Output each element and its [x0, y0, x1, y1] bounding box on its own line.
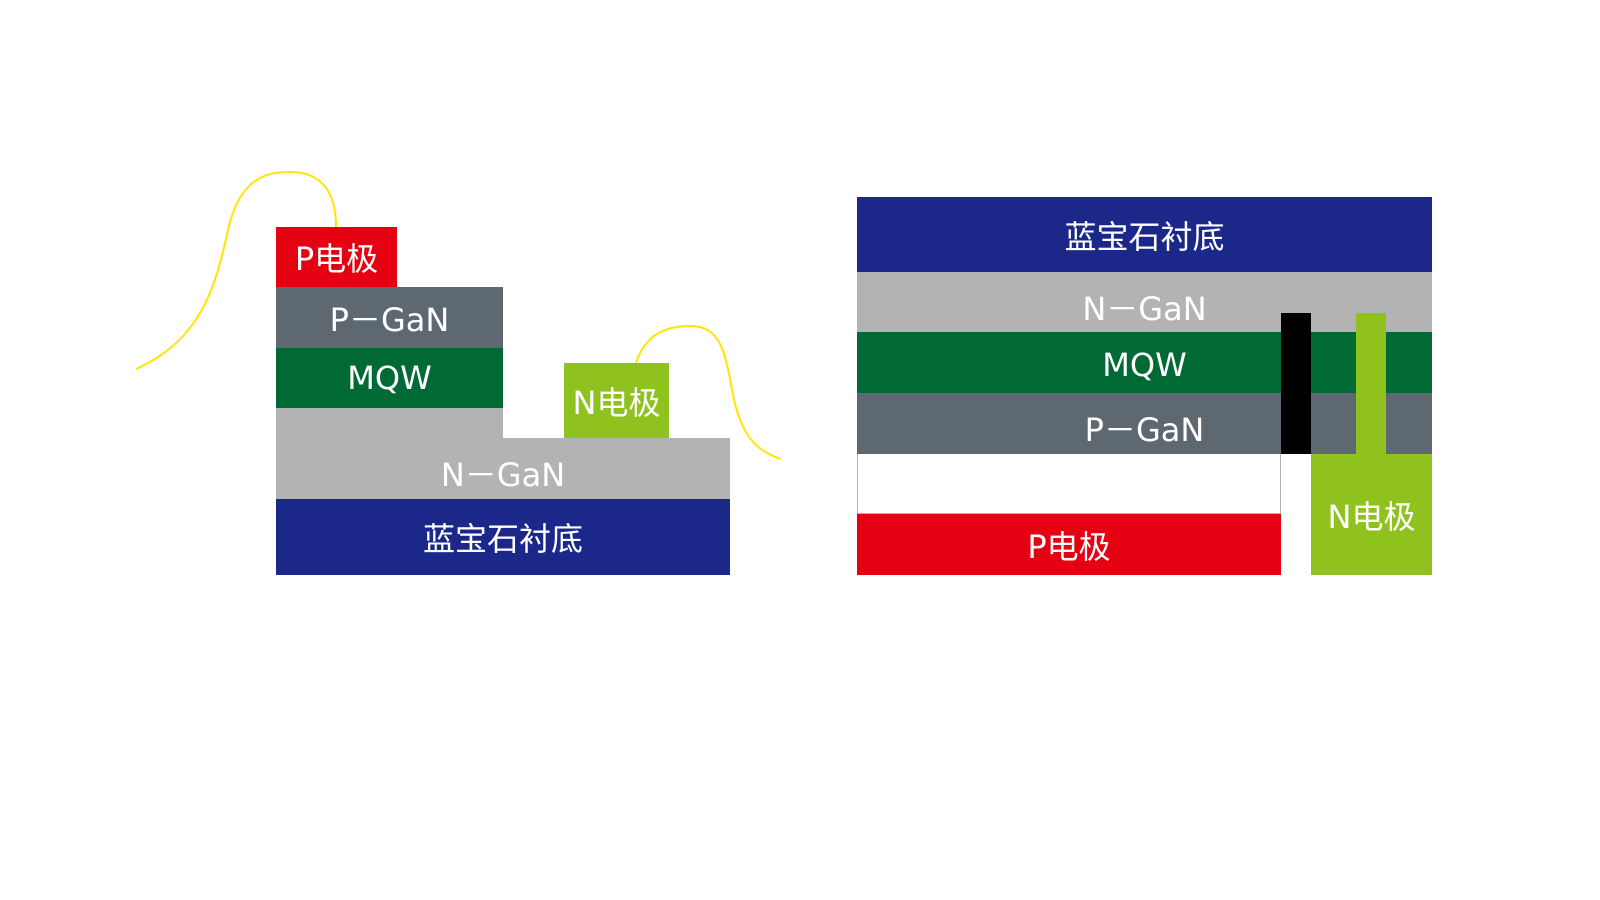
left-n-gan-layer: N－GaN [276, 438, 730, 499]
left-p-gan-layer: P－GaN [276, 287, 503, 348]
right-p-electrode: P电极 [857, 514, 1281, 575]
right-n-gan-layer: N－GaN [857, 272, 1432, 332]
right-substrate: 蓝宝石衬底 [857, 197, 1432, 272]
right-p-contact-via [1281, 313, 1311, 454]
left-mqw-layer: MQW [276, 348, 503, 408]
right-gap-layer [857, 454, 1281, 514]
right-n-contact-via [1356, 313, 1386, 454]
left-p-electrode: P电极 [276, 227, 397, 287]
left-n-electrode: N电极 [564, 363, 669, 438]
left-substrate: 蓝宝石衬底 [276, 499, 730, 575]
right-n-electrode: N电极 [1311, 454, 1432, 575]
right-p-gan-layer: P－GaN [857, 393, 1432, 454]
p-bond-wire [135, 170, 337, 370]
right-mqw-layer: MQW [857, 332, 1432, 393]
left-n-gan-step [276, 408, 503, 439]
n-bond-wire [635, 324, 782, 460]
